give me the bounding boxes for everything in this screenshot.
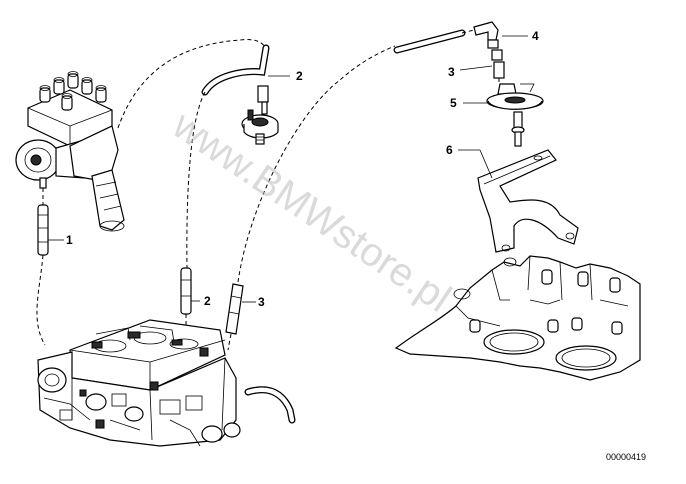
- callout-1: 1: [66, 233, 73, 247]
- callout-2-upper: 2: [296, 69, 303, 83]
- hose-part-2-lower: 2: [180, 267, 211, 328]
- bracket-part-6: 6: [446, 143, 579, 253]
- vacuum-route-c: [237, 45, 396, 283]
- vacuum-unit-part-5: 5: [450, 83, 544, 147]
- callout-2-lower: 2: [204, 294, 211, 308]
- callout-4: 4: [532, 29, 539, 43]
- hose-part-3-upper: 4 3: [393, 21, 539, 84]
- hose-part-1: 1: [36, 188, 73, 346]
- hose-part-3-lower: 3: [225, 283, 265, 351]
- vacuum-route-b: [186, 91, 206, 269]
- distributor: [15, 71, 125, 232]
- hose-part-2-upper: 2: [201, 44, 303, 145]
- carburetor: [37, 319, 296, 447]
- callout-6: 6: [446, 143, 453, 157]
- diagram-part-number: 00000419: [606, 452, 646, 462]
- watermark: www.BMWstore.pl: [164, 102, 458, 320]
- callout-5: 5: [450, 96, 457, 110]
- callout-3-upper: 3: [448, 65, 455, 79]
- vacuum-route-a: [117, 39, 267, 129]
- engine-block: [394, 255, 641, 381]
- callout-3-lower: 3: [258, 295, 265, 309]
